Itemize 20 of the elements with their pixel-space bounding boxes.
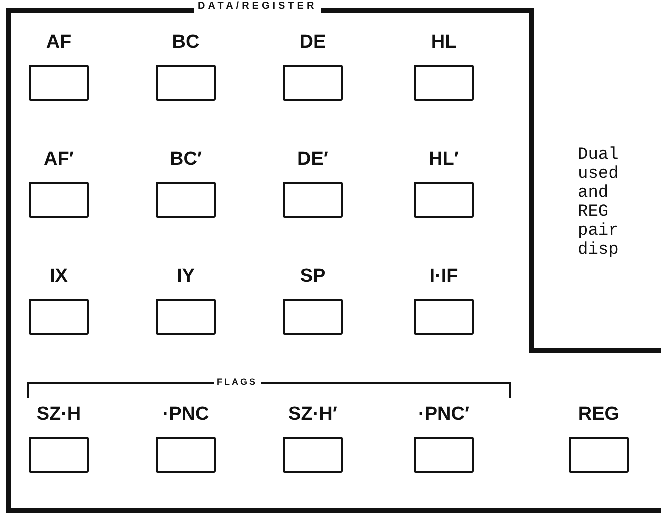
key-label: I·IF: [428, 266, 460, 288]
key-label: BC′: [169, 149, 203, 171]
group-label: FLAGS: [214, 377, 260, 388]
panel-title: DATA/REGISTER: [194, 1, 322, 13]
note-text: Dual used and REG pair disp: [578, 146, 620, 260]
key-label: IY: [176, 266, 196, 288]
key-label: AF: [45, 32, 73, 54]
key-label: HL′: [428, 149, 460, 171]
key-label: REG: [577, 404, 621, 426]
key-label: SZ·H′: [288, 404, 338, 426]
key-label: HL: [430, 32, 458, 54]
key-label: ·PNC′: [418, 404, 470, 426]
key-label: SP: [299, 266, 327, 288]
key-label: DE′: [296, 149, 330, 171]
key-label: DE: [298, 32, 328, 54]
key-label: SZ·H: [36, 404, 82, 426]
key-label: IX: [49, 266, 69, 288]
key-label: BC: [171, 32, 201, 54]
key-label: ·PNC: [162, 404, 210, 426]
key-label: AF′: [43, 149, 75, 171]
